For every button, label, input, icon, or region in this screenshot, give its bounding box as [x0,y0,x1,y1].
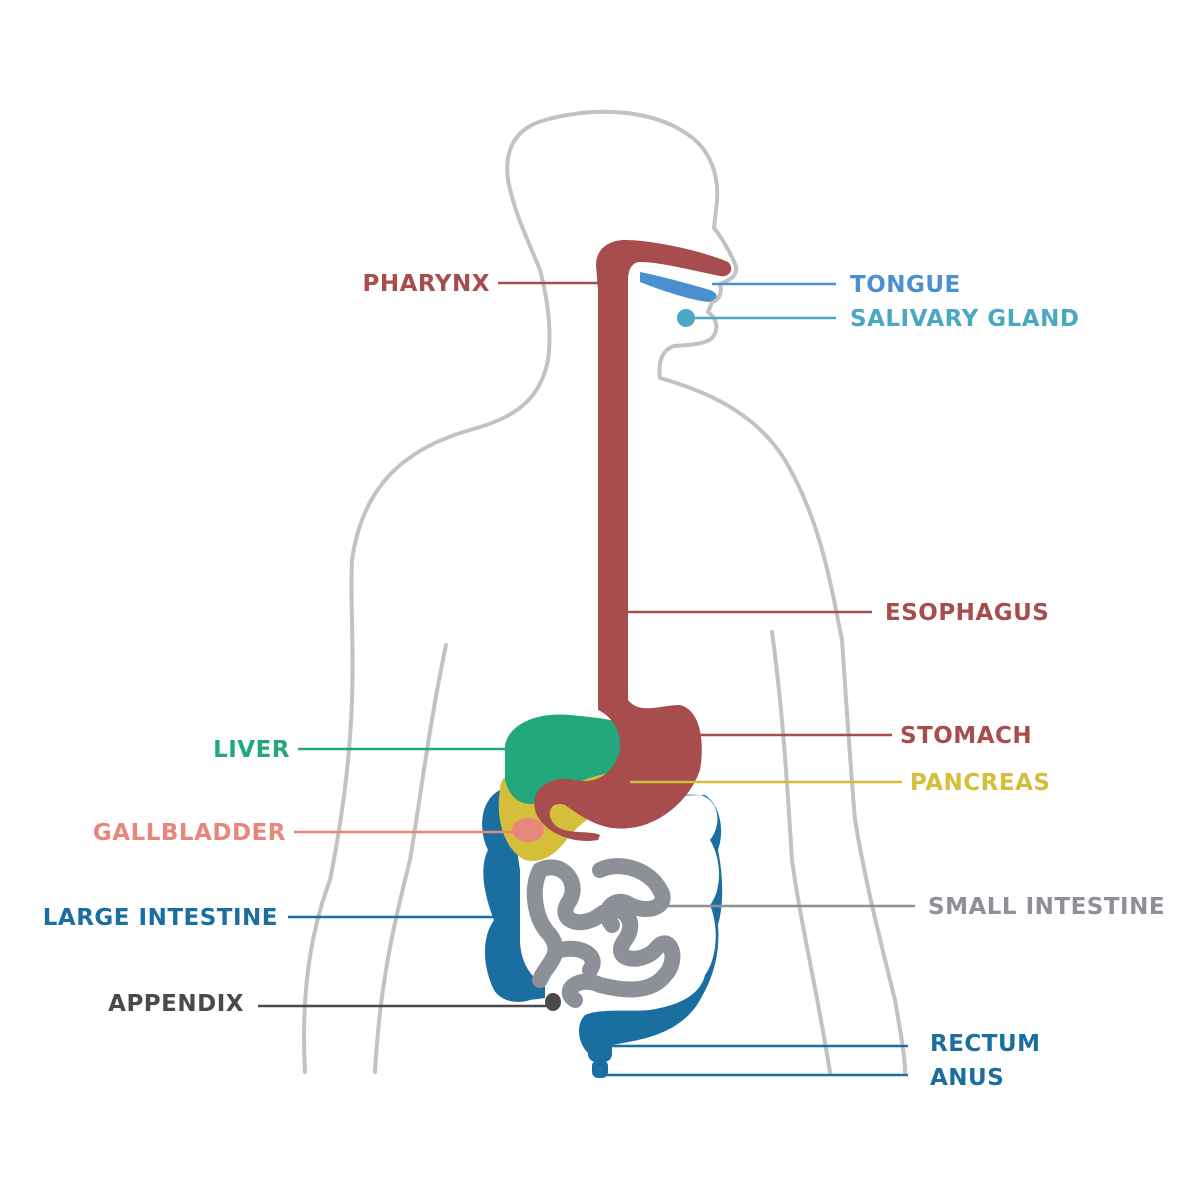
esophagus-shape [598,285,628,705]
large-intestine [482,790,723,1078]
appendix-leader-end [549,1002,557,1010]
small-intestine-shape [526,858,681,1008]
left-arm-inner-outline [373,643,448,1074]
small-intestine-label: SMALL INTESTINE [928,894,1165,920]
appendix-label: APPENDIX [108,991,244,1017]
pancreas-label: PANCREAS [910,770,1050,796]
esophagus-and-pharynx [596,240,732,705]
anus-shape [592,1060,608,1078]
head-and-torso-outline [302,109,907,1074]
pharynx-label: PHARYNX [363,271,491,297]
gallbladder-shape [512,818,544,842]
stomach-shape [534,700,702,841]
body-outline [302,109,907,1074]
large-intestine-label: LARGE INTESTINE [43,905,278,931]
large-intestine-shape [482,790,723,1060]
tongue-label: TONGUE [850,272,961,298]
liver-label: LIVER [213,737,290,763]
stomach-label: STOMACH [900,723,1032,749]
gallbladder-label: GALLBLADDER [93,820,286,846]
tongue-shape [640,272,717,302]
esophagus-label: ESOPHAGUS [885,600,1049,626]
liver-shape [505,714,641,804]
rectum-label: RECTUM [930,1031,1041,1057]
small-intestine [526,858,681,1008]
pharynx-shape [596,240,732,290]
labels-layer: PHARYNX TONGUE SALIVARY GLAND ESOPHAGUS … [43,271,1165,1091]
rectum-shape [588,1040,612,1062]
salivary-gland-shape [677,309,695,327]
salivary-gland-label: SALIVARY GLAND [850,306,1079,332]
anus-label: ANUS [930,1065,1004,1091]
right-arm-inner-outline [770,630,832,1074]
